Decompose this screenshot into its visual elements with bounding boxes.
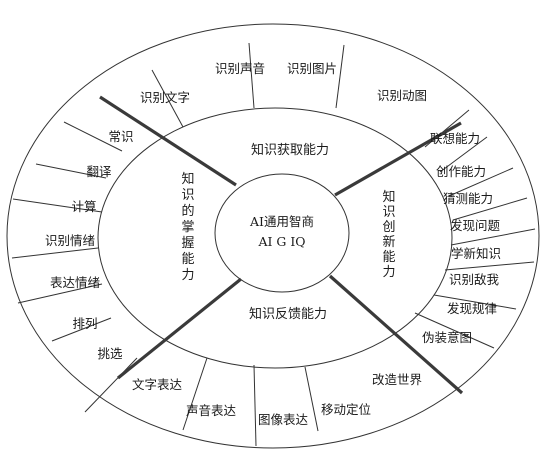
sector-divider <box>63 121 123 152</box>
vertical-char: 知 <box>382 189 395 205</box>
sector-divider <box>17 283 103 304</box>
sector-label-right: 伪装意图 <box>422 330 472 345</box>
sector-label-top: 识别文字 <box>140 90 190 105</box>
sector-divider <box>414 312 495 349</box>
vertical-char: 能 <box>181 252 194 267</box>
sector-label-left: 排列 <box>72 316 97 331</box>
sector-label-left: 挑选 <box>97 346 123 361</box>
sector-label-left: 识别情绪 <box>45 233 95 248</box>
inner-ellipse <box>214 173 350 293</box>
sector-divider <box>182 357 208 431</box>
sector-divider <box>335 44 345 109</box>
sector-label-right: 猜测能力 <box>443 191 493 206</box>
vertical-char: 新 <box>382 234 395 250</box>
sector-label-left: 计算 <box>71 199 96 214</box>
quadrant-label-top: 知识获取能力 <box>251 142 329 158</box>
outer-ellipse <box>6 23 540 449</box>
sector-label-top: 识别图片 <box>287 61 337 76</box>
sector-label-left: 表达情绪 <box>50 275 100 290</box>
divider-bottom-right <box>328 274 464 395</box>
vertical-char: 创 <box>382 220 395 235</box>
sector-divider <box>151 69 184 128</box>
sector-label-top: 识别动图 <box>377 88 427 103</box>
sector-label-bottom: 移动定位 <box>321 402 371 417</box>
sector-label-right: 发现规律 <box>447 301 497 316</box>
sector-divider <box>444 261 535 271</box>
sector-divider <box>84 357 138 413</box>
sector-label-right: 识别敌我 <box>449 272 500 287</box>
sector-divider <box>450 228 536 246</box>
vertical-char: 掌 <box>181 220 194 235</box>
vertical-char: 知 <box>181 171 194 187</box>
sector-label-bottom: 改造世界 <box>372 372 423 387</box>
sector-divider <box>35 163 107 179</box>
divider-bottom-left <box>116 277 243 380</box>
sector-labels: 识别文字 识别声音 识别图片识别动图联想能力创作能力猜测能力发现问题学新知识识别敌我… <box>45 61 501 427</box>
sector-label-bottom: 文字表达 <box>132 377 183 392</box>
sector-dividers <box>11 42 536 447</box>
center-subtitle: AI G IQ <box>257 234 305 249</box>
sector-label-right: 联想能力 <box>430 131 480 146</box>
vertical-char: 的 <box>181 203 194 219</box>
sector-label-top: 识别声音 <box>215 61 265 76</box>
sector-divider <box>51 317 112 342</box>
divider-top-right <box>334 121 462 197</box>
sector-divider <box>304 366 319 432</box>
vertical-char: 能 <box>382 250 395 265</box>
sector-label-right: 发现问题 <box>450 218 501 233</box>
sector-label-bottom: 图像表达 <box>258 412 309 427</box>
sector-label-left: 常识 <box>108 129 133 144</box>
vertical-char: 识 <box>382 205 395 220</box>
sector-label-right: 学新知识 <box>451 246 501 261</box>
vertical-char: 力 <box>181 268 194 283</box>
quadrant-label-bottom: 知识反馈能力 <box>249 306 327 322</box>
divider-top-left <box>99 95 237 187</box>
sector-label-left: 翻译 <box>86 164 112 179</box>
sector-divider <box>12 198 103 213</box>
sector-divider <box>448 167 514 197</box>
center-title: AI通用智商 <box>249 214 314 229</box>
sector-divider <box>253 364 257 447</box>
vertical-char: 握 <box>181 236 194 251</box>
sector-divider <box>11 247 99 259</box>
sector-label-right: 创作能力 <box>436 164 486 179</box>
sector-divider <box>452 197 528 221</box>
vertical-char: 力 <box>382 265 395 280</box>
sector-divider <box>248 42 255 109</box>
sector-divider <box>439 136 488 173</box>
vertical-char: 识 <box>181 188 194 203</box>
sector-divider <box>433 294 517 310</box>
middle-ellipse <box>97 107 453 369</box>
sector-label-bottom: 声音表达 <box>186 403 237 418</box>
